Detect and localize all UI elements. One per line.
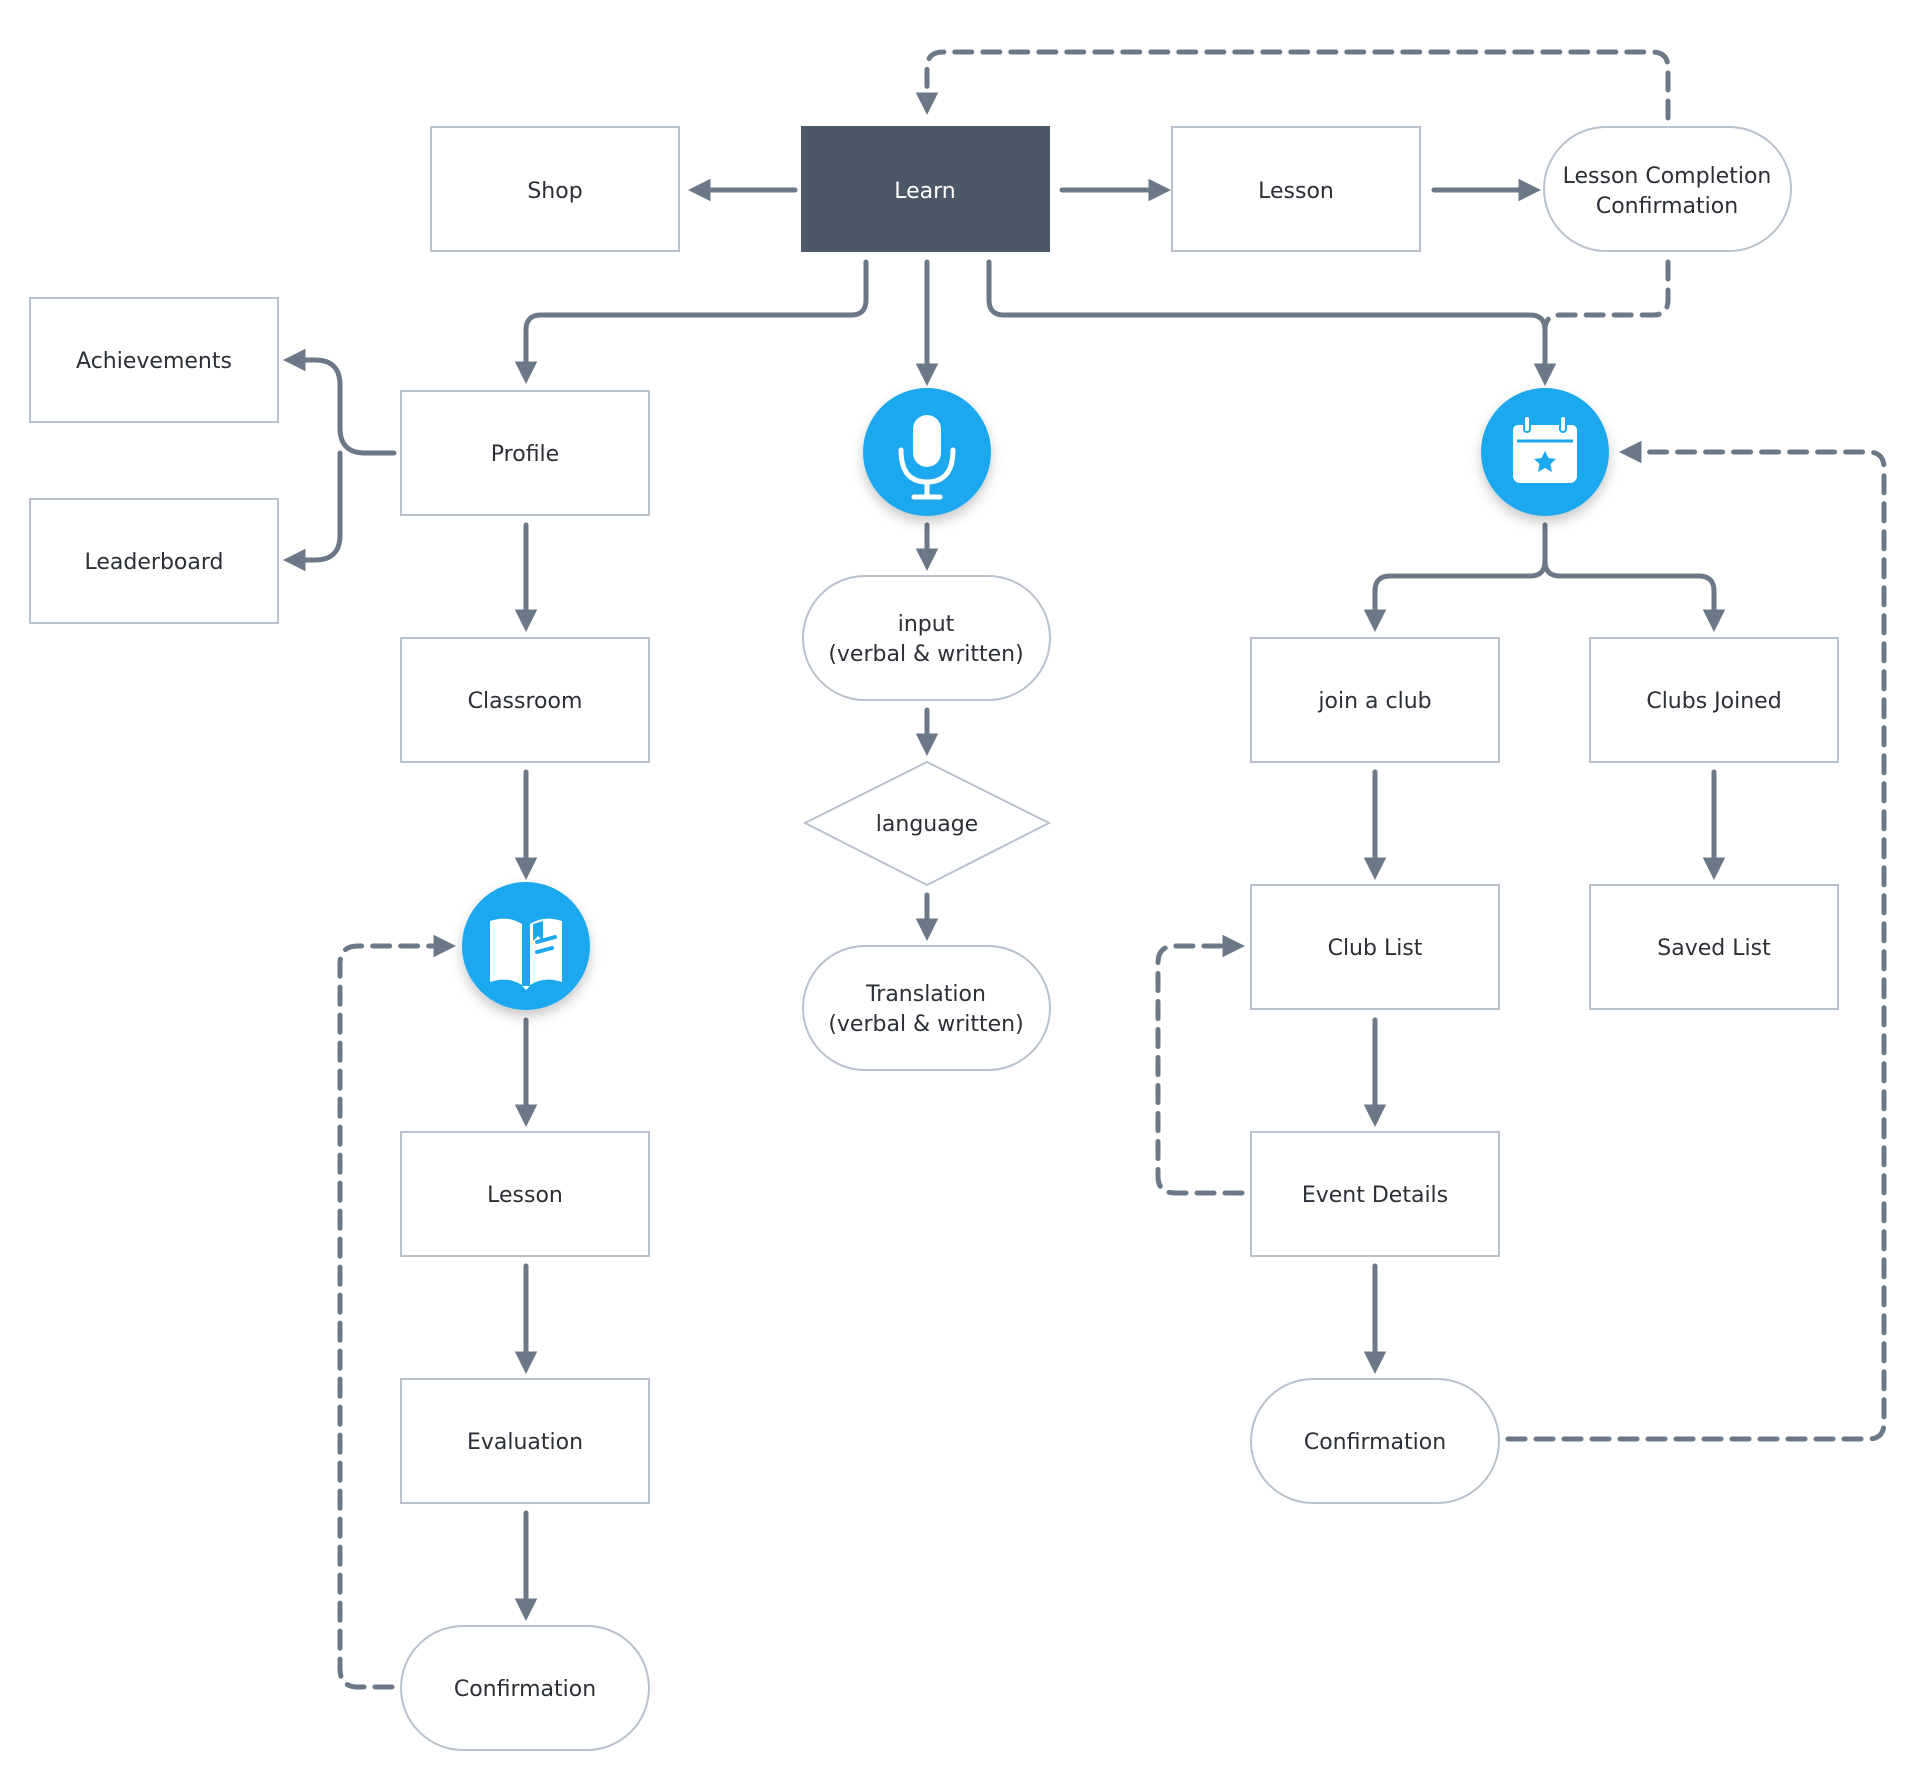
node-saved-list-label: Saved List xyxy=(1657,936,1771,961)
node-profile[interactable]: Profile xyxy=(400,390,650,516)
calendar-star-icon[interactable] xyxy=(1481,388,1609,516)
node-learn[interactable]: Learn xyxy=(801,126,1050,252)
dashed-event-clublist xyxy=(1155,934,1245,1196)
node-language[interactable]: language xyxy=(802,760,1052,887)
dashed-connectors xyxy=(337,49,1887,1690)
arrow-learn-profile xyxy=(514,259,869,384)
node-club-list[interactable]: Club List xyxy=(1250,884,1500,1010)
arrow-profile-achievements xyxy=(283,348,397,456)
arrow-learn-calendar xyxy=(986,259,1557,386)
node-event-details-label: Event Details xyxy=(1302,1183,1448,1208)
node-evaluation-label: Evaluation xyxy=(467,1430,583,1455)
node-classroom-label: Classroom xyxy=(468,689,583,714)
microphone-icon[interactable] xyxy=(863,388,991,516)
node-translation-line2: (verbal & written) xyxy=(828,1012,1023,1037)
node-lesson-top[interactable]: Lesson xyxy=(1171,126,1421,252)
node-lesson-completion-line2: Confirmation xyxy=(1596,194,1738,219)
node-leaderboard-label: Leaderboard xyxy=(85,550,224,575)
node-translation[interactable]: Translation (verbal & written) xyxy=(802,945,1051,1071)
node-clubs-joined[interactable]: Clubs Joined xyxy=(1589,637,1839,763)
node-classroom[interactable]: Classroom xyxy=(400,637,650,763)
node-lesson-completion[interactable]: Lesson Completion Confirmation xyxy=(1543,126,1792,252)
dashed-completion-learn xyxy=(915,49,1671,121)
node-input[interactable]: input (verbal & written) xyxy=(802,575,1051,701)
node-confirmation-right[interactable]: Confirmation xyxy=(1250,1378,1500,1504)
node-clubs-joined-label: Clubs Joined xyxy=(1646,689,1781,714)
node-learn-label: Learn xyxy=(894,179,956,204)
node-profile-label: Profile xyxy=(491,442,559,467)
node-confirmation-right-label: Confirmation xyxy=(1304,1430,1446,1455)
node-shop-label: Shop xyxy=(527,179,582,204)
node-club-list-label: Club List xyxy=(1328,936,1423,961)
node-lesson-completion-line1: Lesson Completion xyxy=(1563,164,1772,189)
node-achievements-label: Achievements xyxy=(76,349,232,374)
node-shop[interactable]: Shop xyxy=(430,126,680,252)
node-input-line1: input xyxy=(898,612,955,637)
node-confirmation-left[interactable]: Confirmation xyxy=(400,1625,650,1751)
dashed-confirmation-calendar xyxy=(1505,440,1887,1442)
node-join-club[interactable]: join a club xyxy=(1250,637,1500,763)
connectors xyxy=(283,178,1726,1621)
node-saved-list[interactable]: Saved List xyxy=(1589,884,1839,1010)
node-evaluation[interactable]: Evaluation xyxy=(400,1378,650,1504)
node-lesson-left[interactable]: Lesson xyxy=(400,1131,650,1257)
node-confirmation-left-label: Confirmation xyxy=(454,1677,596,1702)
node-join-club-label: join a club xyxy=(1317,689,1431,714)
node-achievements[interactable]: Achievements xyxy=(29,297,279,423)
dashed-completion-calendar xyxy=(1542,259,1671,333)
node-lesson-top-label: Lesson xyxy=(1258,179,1334,204)
arrow-calendar-joined xyxy=(1542,558,1726,632)
arrow-profile-leaderboard xyxy=(283,450,343,572)
node-lesson-left-label: Lesson xyxy=(487,1183,563,1208)
node-event-details[interactable]: Event Details xyxy=(1250,1131,1500,1257)
node-translation-line1: Translation xyxy=(865,982,986,1007)
node-leaderboard[interactable]: Leaderboard xyxy=(29,498,279,624)
arrow-calendar-join xyxy=(1363,522,1548,632)
dashed-confirmation-book xyxy=(337,934,456,1690)
book-icon[interactable] xyxy=(462,882,590,1010)
node-language-label: language xyxy=(876,812,978,837)
node-input-line2: (verbal & written) xyxy=(828,642,1023,667)
